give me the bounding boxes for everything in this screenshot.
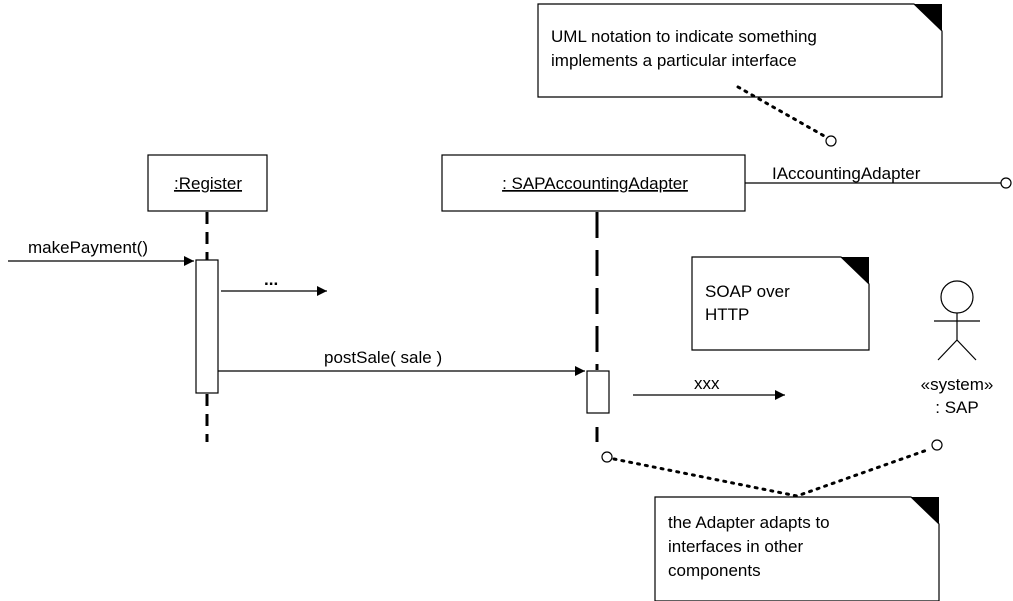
actor-stereotype: «system» bbox=[921, 375, 994, 394]
xxx-label: xxx bbox=[694, 374, 720, 393]
interface-circle bbox=[1000, 177, 1012, 189]
interface-lollipop: IAccountingAdapter bbox=[745, 164, 1012, 189]
note-uml-line-1: UML notation to indicate something bbox=[551, 27, 817, 46]
message-xxx: xxx bbox=[633, 374, 785, 400]
note-connector-adapter bbox=[612, 447, 932, 498]
lifeline-adapter: : SAPAccountingAdapter bbox=[441, 154, 746, 442]
note-soap-line-2: HTTP bbox=[705, 305, 749, 324]
actor-right-leg bbox=[956, 339, 977, 361]
adapter-label: : SAPAccountingAdapter bbox=[502, 174, 688, 193]
note-uml-notation: UML notation to indicate something imple… bbox=[537, 3, 943, 98]
actor-name: : SAP bbox=[935, 398, 978, 417]
note-anchor-circle-left bbox=[601, 451, 613, 463]
note-adapter-line-2: interfaces in other bbox=[668, 537, 803, 556]
register-box bbox=[147, 154, 268, 212]
actor-head bbox=[940, 280, 974, 314]
actor-left-leg bbox=[937, 339, 958, 361]
note-connector-uml bbox=[736, 85, 828, 139]
adapter-activation bbox=[586, 370, 610, 414]
note-soap: SOAP over HTTP bbox=[691, 256, 870, 351]
ellipsis-label: ... bbox=[264, 270, 278, 289]
post-sale-label: postSale( sale ) bbox=[324, 348, 442, 367]
lifeline-register: :Register bbox=[147, 154, 268, 442]
register-label: :Register bbox=[174, 174, 242, 193]
note-adapter-line-3: components bbox=[668, 561, 761, 580]
make-payment-label: makePayment() bbox=[28, 238, 148, 257]
note-anchor-circle-right bbox=[931, 439, 943, 451]
actor-sap: «system» : SAP bbox=[921, 280, 994, 417]
note-adapter-line-1: the Adapter adapts to bbox=[668, 513, 830, 532]
note-uml-line-2: implements a particular interface bbox=[551, 51, 797, 70]
adapter-box bbox=[441, 154, 746, 212]
message-post-sale: postSale( sale ) bbox=[218, 348, 585, 376]
register-activation bbox=[195, 259, 219, 394]
lollipop-circle-note bbox=[825, 135, 837, 147]
interface-label: IAccountingAdapter bbox=[772, 164, 921, 183]
note-adapter: the Adapter adapts to interfaces in othe… bbox=[654, 496, 940, 601]
message-ellipsis: ... bbox=[221, 270, 327, 296]
message-make-payment: makePayment() bbox=[8, 238, 194, 266]
note-soap-line-1: SOAP over bbox=[705, 282, 790, 301]
